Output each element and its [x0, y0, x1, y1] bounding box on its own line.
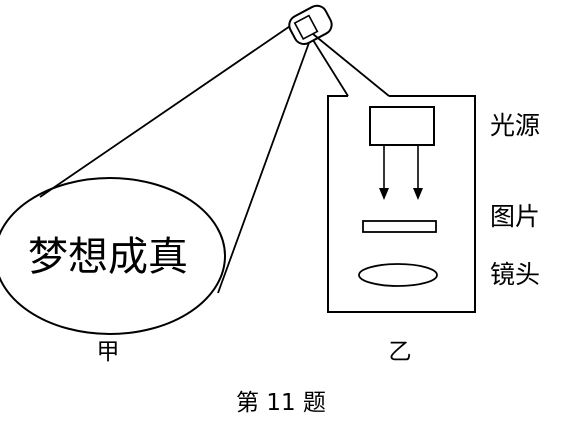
sub-caption-right: 乙	[389, 339, 412, 365]
light-source-box	[369, 106, 435, 146]
light-arrowhead-right	[413, 188, 423, 200]
figure-caption: 第 11 题	[236, 390, 326, 416]
beam-line-lower	[217, 39, 311, 294]
beam-line-upper	[39, 21, 297, 198]
slide-label: 图片	[490, 202, 540, 231]
sub-caption-left: 甲	[97, 339, 120, 365]
slide-rect	[362, 220, 437, 233]
light-arrowhead-left	[379, 188, 389, 200]
zoom-line-right	[312, 33, 390, 97]
light-source-label: 光源	[490, 111, 540, 140]
projection-text: 梦想成真	[28, 234, 188, 280]
zoom-line-left	[312, 39, 349, 97]
detail-box	[327, 95, 476, 313]
projection-ellipse	[0, 177, 226, 335]
lens-ellipse	[358, 263, 438, 287]
projector-device	[288, 4, 333, 45]
lens-label: 镜头	[490, 260, 540, 289]
